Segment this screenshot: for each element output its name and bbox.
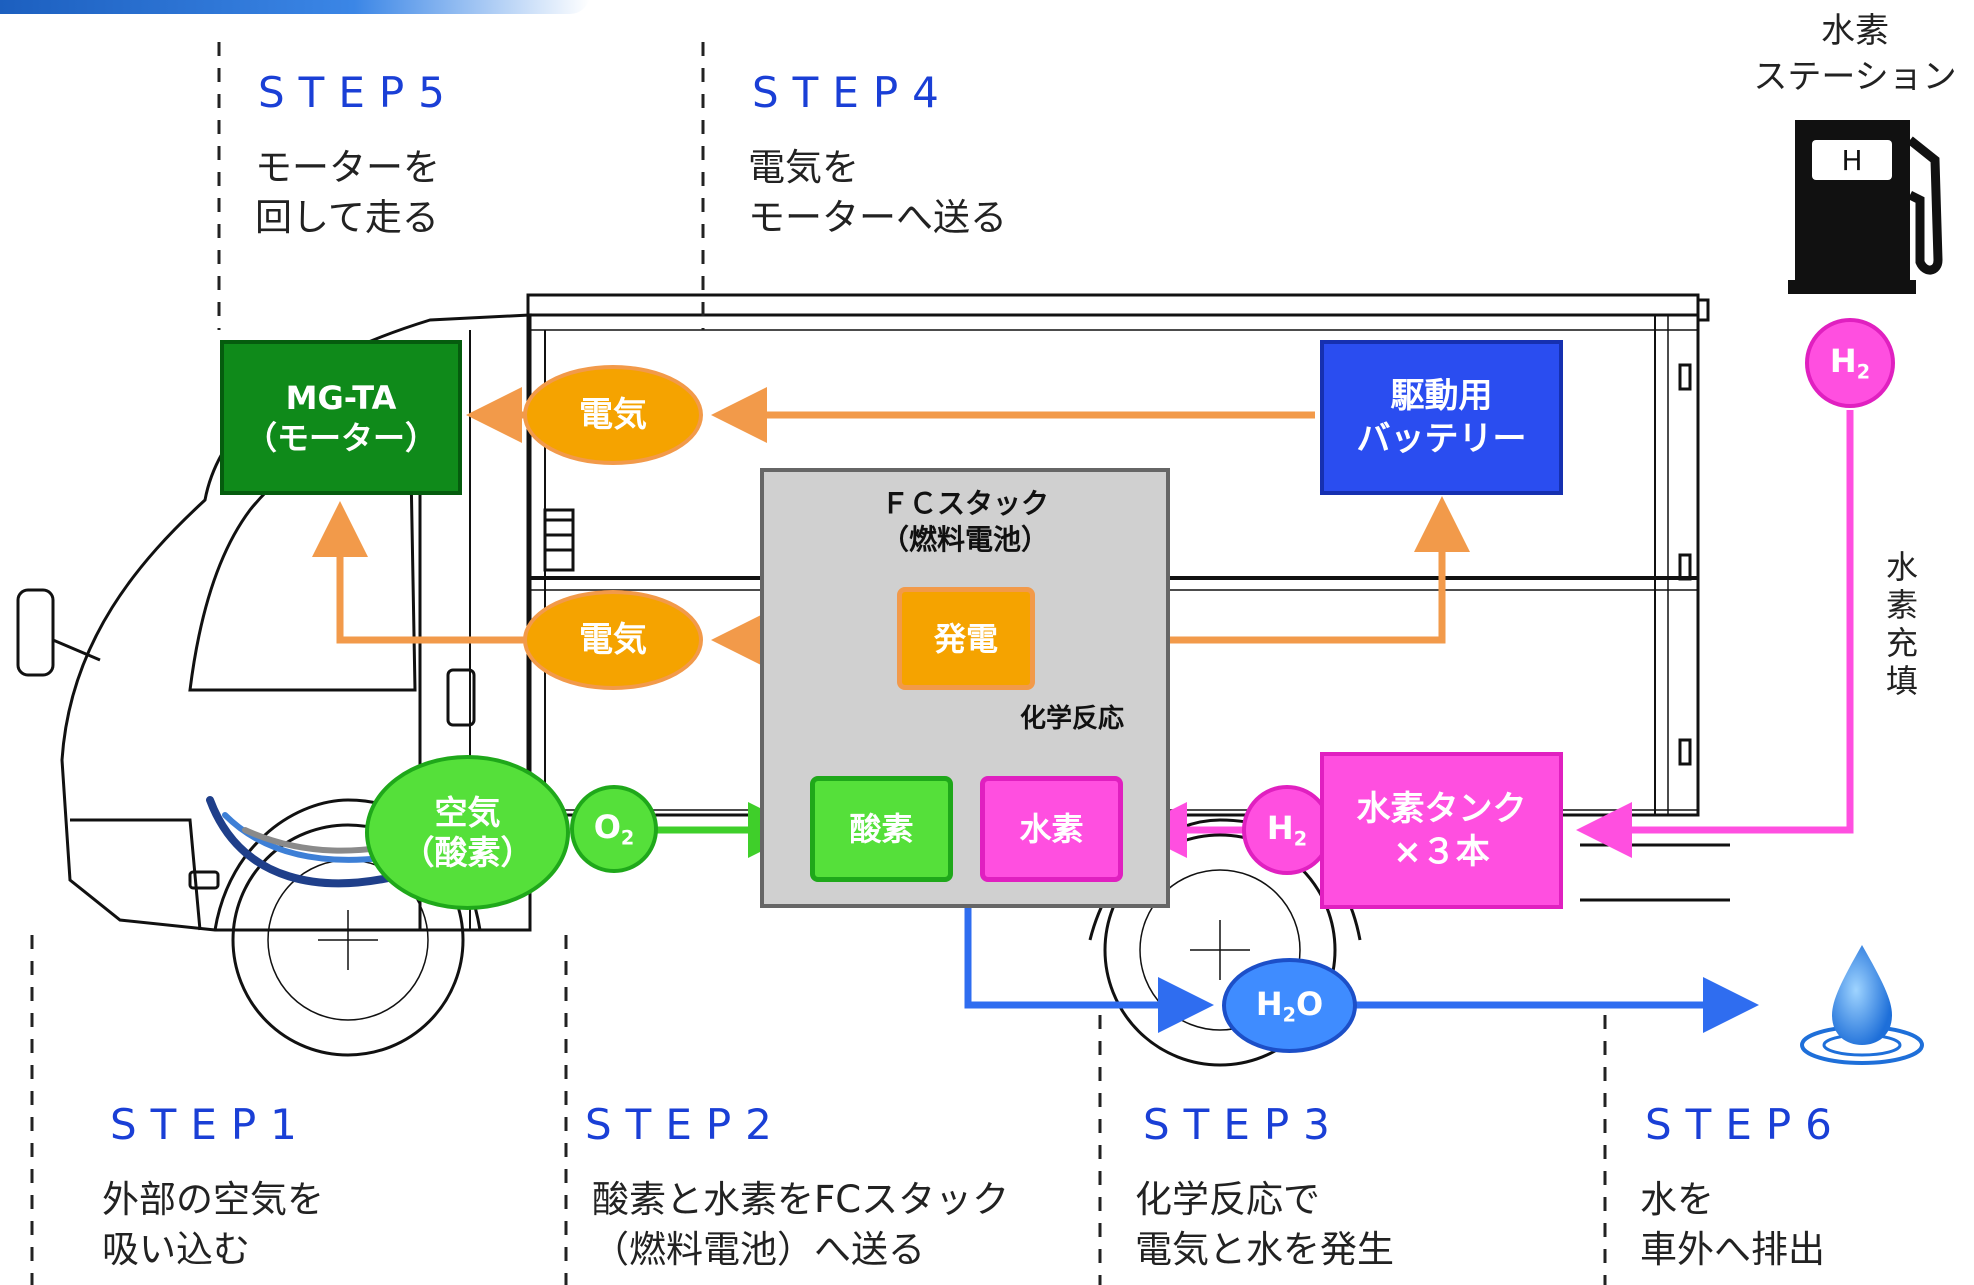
step6-title: STEP6 xyxy=(1645,1100,1846,1149)
tank-line2: ×３本 xyxy=(1393,831,1490,872)
oxygen-box: 酸素 xyxy=(810,776,953,882)
electricity-node-top: 電気 xyxy=(523,365,703,465)
refuel-char-2: 素 xyxy=(1885,586,1918,624)
step4-line2: モーターへ送る xyxy=(748,196,1007,239)
air-node: 空気 （酸素） xyxy=(365,755,570,910)
step5-line1: モーターを xyxy=(255,146,440,189)
motor-box: MG-TA （モーター） xyxy=(220,340,462,495)
chemical-reaction-label: 化学反応 xyxy=(1020,704,1125,734)
h2-station-base: H xyxy=(1829,342,1857,381)
step1-title: STEP1 xyxy=(110,1100,311,1149)
hydrogen-box: 水素 xyxy=(980,776,1123,882)
step2-description: 酸素と水素をFCスタック （燃料電池）へ送る xyxy=(592,1175,1009,1275)
air-line1: 空気 xyxy=(434,792,501,832)
step2-line2: （燃料電池）へ送る xyxy=(592,1228,925,1271)
o2-node: O2 xyxy=(570,785,658,873)
step6-line2: 車外へ排出 xyxy=(1640,1228,1825,1271)
h2o-tail: O xyxy=(1295,984,1324,1023)
step5-description: モーターを 回して走る xyxy=(255,143,440,243)
fuel-pump-icon xyxy=(1788,120,1943,294)
pump-h-label: H xyxy=(1841,143,1863,177)
step4-title: STEP4 xyxy=(752,68,953,117)
battery-line1: 駆動用 xyxy=(1390,376,1493,416)
fc-stack-line1: ＦＣスタック xyxy=(880,487,1049,520)
water-arrows xyxy=(964,905,1759,1033)
hydrogen-tank-box: 水素タンク ×３本 xyxy=(1320,752,1563,909)
h2o-node: H2O xyxy=(1222,958,1357,1053)
water-drop-icon xyxy=(1800,945,1924,1065)
refuel-char-1: 水 xyxy=(1885,548,1918,586)
hydrogen-station-label: 水素 ステーション xyxy=(1740,8,1970,100)
title-banner xyxy=(0,0,590,14)
step3-line2: 電気と水を発生 xyxy=(1135,1228,1394,1271)
step5-title: STEP5 xyxy=(258,68,459,117)
refuel-char-3: 充 xyxy=(1885,624,1918,662)
o2-sub: 2 xyxy=(620,826,635,850)
step5-line2: 回して走る xyxy=(255,196,439,239)
step2-title: STEP2 xyxy=(585,1100,786,1149)
motor-line2: （モーター） xyxy=(244,418,437,457)
battery-line2: バッテリー xyxy=(1356,418,1527,459)
electricity-node-middle: 電気 xyxy=(523,590,703,690)
station-line1: 水素 xyxy=(1821,11,1889,51)
station-line2: ステーション xyxy=(1753,57,1957,97)
step6-description: 水を 車外へ排出 xyxy=(1640,1175,1825,1275)
step3-line1: 化学反応で xyxy=(1135,1178,1320,1221)
step1-line2: 吸い込む xyxy=(102,1228,250,1271)
step4-description: 電気を モーターへ送る xyxy=(748,143,1007,243)
h2o-base: H xyxy=(1255,984,1283,1023)
h2-node-tank: H2 xyxy=(1242,785,1332,875)
fc-stack-title: ＦＣスタック （燃料電池） xyxy=(760,486,1170,558)
step1-line1: 外部の空気を xyxy=(102,1178,324,1221)
h2-tank-base: H xyxy=(1266,809,1294,848)
h2-node-station: H2 xyxy=(1805,318,1895,408)
fc-stack-line2: （燃料電池） xyxy=(880,523,1049,556)
motor-line1: MG-TA xyxy=(285,378,397,417)
h2o-sub: 2 xyxy=(1282,1003,1296,1027)
o2-base: O xyxy=(593,808,621,847)
step1-description: 外部の空気を 吸い込む xyxy=(102,1175,324,1275)
h2-tank-sub: 2 xyxy=(1293,827,1308,851)
refuel-char-4: 填 xyxy=(1885,662,1918,700)
step-dividers xyxy=(30,42,1607,1285)
step3-title: STEP3 xyxy=(1143,1100,1344,1149)
step4-line1: 電気を xyxy=(748,146,859,189)
h2-station-sub: 2 xyxy=(1856,360,1871,384)
tank-line1: 水素タンク xyxy=(1356,789,1527,829)
step3-description: 化学反応で 電気と水を発生 xyxy=(1135,1175,1394,1275)
hydrogen-refuel-label: 水 素 充 填 xyxy=(1880,548,1924,700)
air-line2: （酸素） xyxy=(401,832,534,872)
battery-box: 駆動用 バッテリー xyxy=(1320,340,1563,495)
power-generation-box: 発電 xyxy=(897,587,1035,690)
step6-line1: 水を xyxy=(1640,1178,1714,1221)
step2-line1: 酸素と水素をFCスタック xyxy=(592,1178,1010,1221)
